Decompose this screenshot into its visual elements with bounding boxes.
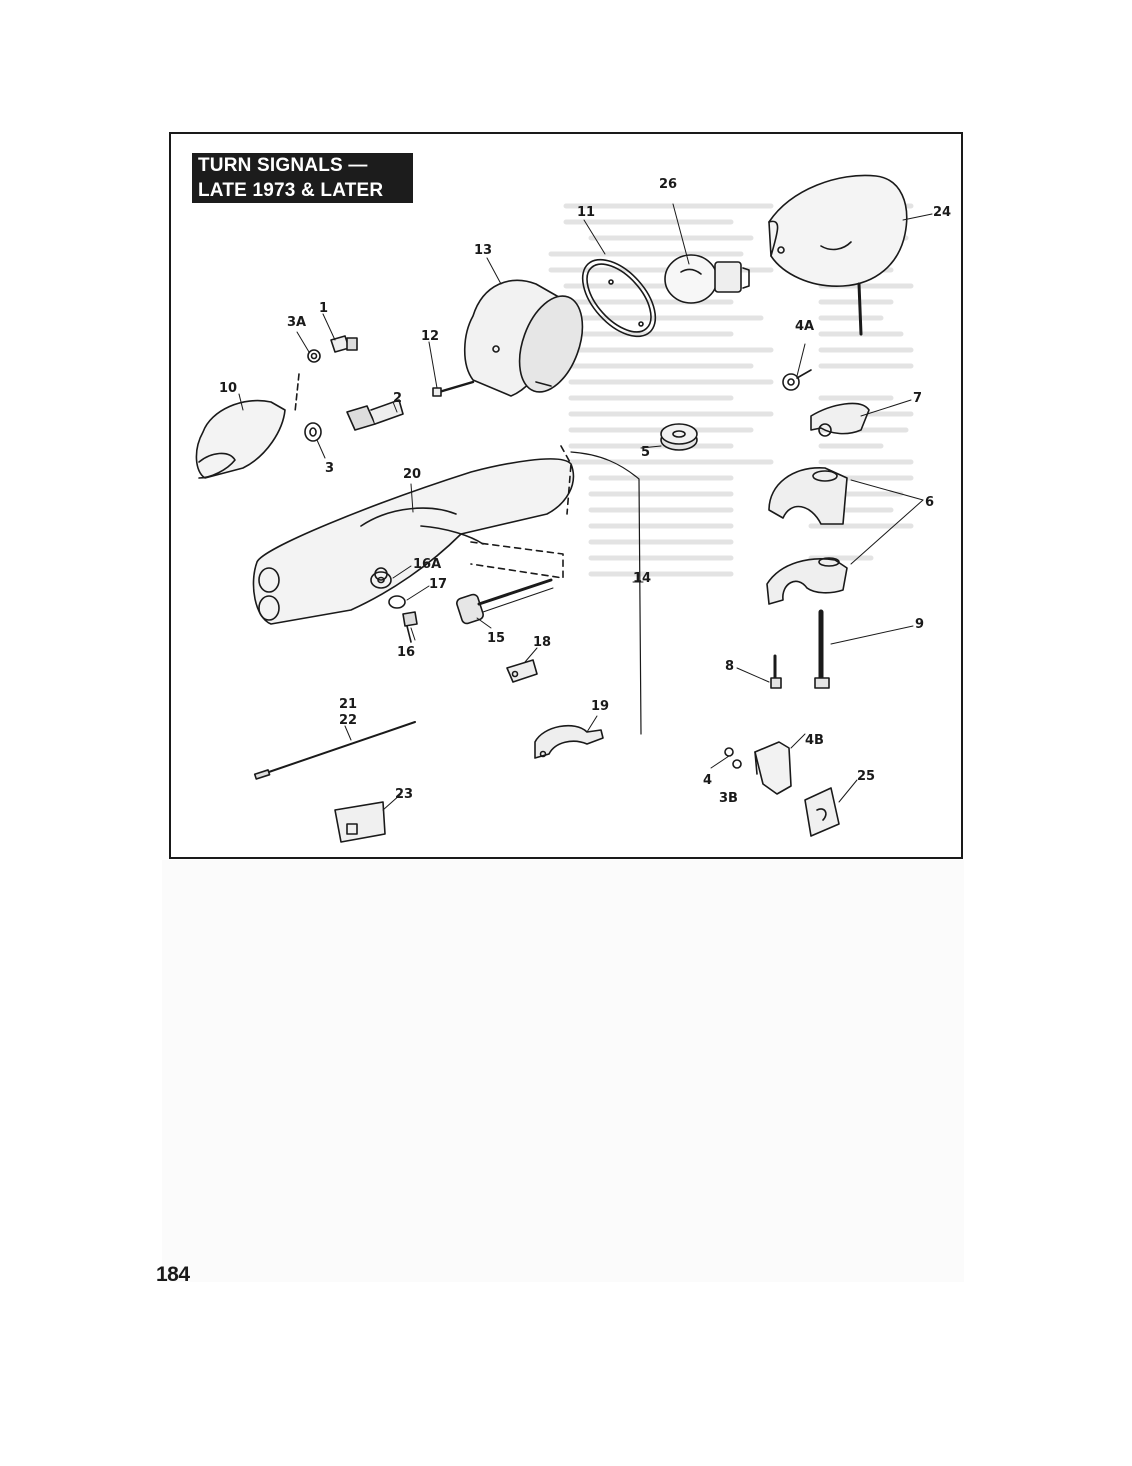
callout-11: 11 <box>577 205 595 220</box>
part-10-cover <box>195 373 300 479</box>
part-1-screw <box>330 335 358 353</box>
callout-3a: 3A <box>287 315 306 330</box>
callout-19: 19 <box>591 699 609 714</box>
part-4-screw <box>724 747 734 757</box>
diagram-title-box: TURN SIGNALS — LATE 1973 & LATER <box>192 153 413 203</box>
part-24-lamp-housing <box>768 174 908 336</box>
callout-4a: 4A <box>795 319 814 334</box>
part-16a-washer <box>370 571 392 589</box>
callout-6: 6 <box>925 495 934 510</box>
part-14-reference-lines <box>470 445 642 735</box>
part-21-22-wire <box>253 721 416 780</box>
callout-2: 2 <box>393 391 402 406</box>
part-5-grommet <box>660 423 698 451</box>
callout-7: 7 <box>913 391 922 406</box>
callout-9: 9 <box>915 617 924 632</box>
part-7-bracket <box>810 402 870 437</box>
callout-21: 21 <box>339 697 357 712</box>
part-3-washer <box>304 422 322 442</box>
part-19-clamp <box>534 724 604 759</box>
part-16-bolt <box>402 611 418 643</box>
exploded-parts-drawing: 26 11 24 13 1 3A 4A 12 10 2 7 5 3 20 6 1… <box>195 174 951 843</box>
callout-18: 18 <box>533 635 551 650</box>
page-number: 184 <box>156 1263 190 1286</box>
part-20-mounting-bracket <box>252 458 575 625</box>
diagram-title-line-1: TURN SIGNALS — <box>198 155 368 176</box>
callout-13: 13 <box>474 243 492 258</box>
callout-8: 8 <box>725 659 734 674</box>
callout-20: 20 <box>403 467 421 482</box>
diagram-title-line-2: LATE 1973 & LATER <box>198 180 384 201</box>
part-6-clamp-lower <box>766 557 848 605</box>
callout-12: 12 <box>421 329 439 344</box>
part-4b-bracket <box>754 741 792 795</box>
callout-1: 1 <box>319 301 328 316</box>
callout-5: 5 <box>641 445 650 460</box>
callout-10: 10 <box>219 381 237 396</box>
callout-4: 4 <box>703 773 712 788</box>
part-4a-ring-terminal <box>782 369 812 391</box>
part-12-screw <box>432 380 475 397</box>
part-13-lens <box>463 279 584 397</box>
page-background <box>162 860 964 1282</box>
part-26-bulb <box>664 254 750 304</box>
callout-3b: 3B <box>719 791 738 806</box>
part-18-clip <box>506 659 538 683</box>
part-25-block <box>804 787 840 837</box>
part-17-lockwasher <box>388 595 406 609</box>
part-3b-washer <box>732 759 742 769</box>
callout-25: 25 <box>857 769 875 784</box>
callout-23: 23 <box>395 787 413 802</box>
callout-22: 22 <box>339 713 357 728</box>
parts-diagram-frame: TURN SIGNALS — LATE 1973 & LATER <box>169 132 963 859</box>
part-11-lens-ring <box>581 258 657 338</box>
callout-leaders <box>238 203 933 811</box>
callout-3: 3 <box>325 461 334 476</box>
callout-24: 24 <box>933 205 951 220</box>
callout-4b: 4B <box>805 733 824 748</box>
callout-26: 26 <box>659 177 677 192</box>
callout-16a: 16A <box>413 557 441 572</box>
callout-16: 16 <box>397 645 415 660</box>
callout-17: 17 <box>429 577 447 592</box>
part-9-bolt <box>814 609 830 689</box>
part-3a-washer <box>307 349 321 363</box>
part-15-screw <box>456 578 554 625</box>
part-8-screw <box>770 654 782 689</box>
part-6-clamp-upper <box>768 467 848 525</box>
part-23-terminal-block <box>334 801 386 843</box>
callout-14: 14 <box>633 571 651 586</box>
part-2-bolt <box>346 399 404 431</box>
callout-15: 15 <box>487 631 505 646</box>
